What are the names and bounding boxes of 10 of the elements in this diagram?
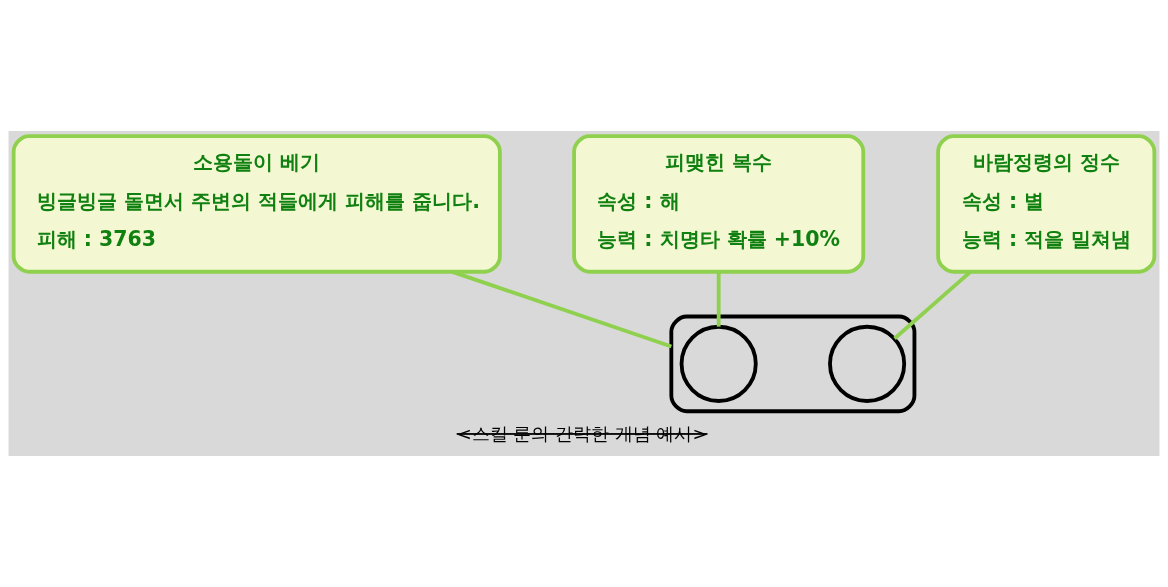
caption: <스킬 룬의 간략한 개념 예시> [456, 422, 708, 444]
connector [716, 271, 721, 327]
node-box: 피맺힌 복수 속성 : 해 능력 : 치명타 확률 +10% [572, 134, 866, 274]
connector [893, 270, 972, 340]
node-box: 바람정령의 정수 속성 : 별 능력 : 적을 밀쳐냄 [936, 134, 1157, 274]
node-circle [828, 324, 907, 403]
node-box: 소용돌이 베기 빙글빙글 돌면서 주변의 적들에게 피해를 줍니다. 피해 : 3763 [11, 134, 502, 274]
cluster [669, 314, 917, 414]
node-circle [679, 324, 758, 403]
connector [451, 270, 672, 349]
